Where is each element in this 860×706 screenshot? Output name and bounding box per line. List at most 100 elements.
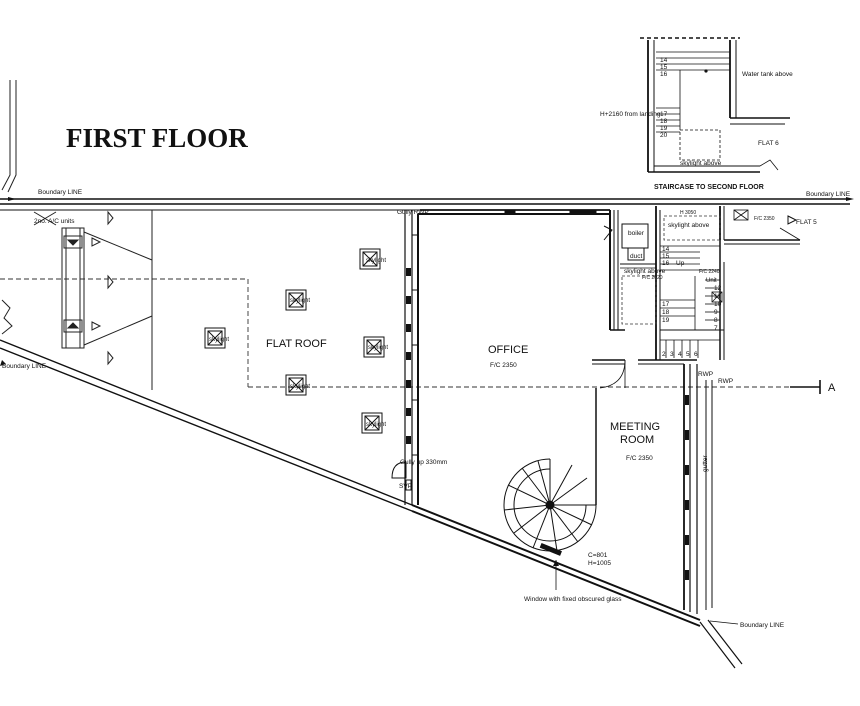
svg-text:5: 5 (686, 351, 690, 358)
svg-text:17: 17 (660, 111, 668, 118)
svg-text:19: 19 (660, 125, 668, 132)
svg-text:10: 10 (714, 301, 722, 308)
svg-text:skylight above: skylight above (624, 268, 666, 275)
meeting-room-label-2: ROOM (620, 434, 654, 446)
svg-text:3: 3 (670, 351, 674, 358)
svg-text:F/C 2350: F/C 2350 (754, 216, 775, 222)
svg-text:skylight: skylight (366, 258, 386, 264)
svp-pipe (405, 479, 412, 491)
svg-text:9: 9 (714, 309, 718, 316)
gutter-label: gutter (702, 455, 709, 472)
meeting-room-east-windows (685, 395, 689, 580)
landing-height-label: H+2160 from landing (600, 111, 661, 118)
svg-text:16: 16 (662, 260, 670, 267)
svg-text:skylight: skylight (290, 298, 310, 304)
staircase-second-floor-label: STAIRCASE TO SECOND FLOOR (654, 184, 764, 191)
svg-text:2: 2 (662, 351, 666, 358)
svg-text:Unit: Unit (706, 278, 717, 284)
core-dashed-skylights (621, 215, 721, 325)
svg-text:skylight: skylight (368, 345, 388, 351)
skylight-labels: skylight skylight skylight skylight skyl… (209, 258, 388, 428)
svg-text:skylight: skylight (209, 337, 229, 343)
svg-text:6: 6 (694, 351, 698, 358)
meeting-room-label-1: MEETING (610, 421, 660, 433)
svg-text:F/C 2020: F/C 2020 (642, 275, 663, 281)
office-west-wall (404, 210, 419, 505)
gully-rwp-label: Gully RWP (397, 209, 429, 216)
office-label: OFFICE (488, 344, 528, 356)
water-tank-marker (704, 69, 708, 73)
gutter-column (705, 380, 713, 610)
svg-text:Boundary LINE: Boundary LINE (740, 622, 785, 629)
skylight-4 (363, 336, 385, 358)
second-floor-staircase-inset (640, 37, 790, 173)
svg-text:skylight above: skylight above (668, 222, 710, 229)
section-marker-a: A (790, 380, 836, 394)
office-west-windows (406, 268, 411, 444)
spiral-staircase (503, 458, 597, 552)
flat-roof-label: FLAT ROOF (266, 338, 327, 350)
svg-text:A: A (828, 382, 836, 394)
inset-skylight-label: skylight above (680, 160, 722, 167)
obscured-window (539, 543, 562, 590)
flat6-label: FLAT 6 (758, 140, 779, 147)
svg-text:8: 8 (714, 317, 718, 324)
svg-text:14: 14 (662, 246, 670, 253)
skylight-3 (204, 327, 226, 349)
svg-text:17: 17 (662, 301, 670, 308)
diagonal-boundary-wall (0, 339, 743, 669)
svg-text:18: 18 (660, 118, 668, 125)
gully-up-label: Gully up 330mm (400, 459, 447, 466)
ac-unit-area (33, 210, 153, 390)
meeting-room-fc-label: F/C 2350 (626, 455, 653, 462)
office-fc-label: F/C 2350 (490, 362, 517, 369)
svg-text:12: 12 (714, 285, 722, 292)
boundary-line-label-left: Boundary LINE (0, 360, 47, 370)
svg-text:16: 16 (660, 71, 668, 78)
skylight-5 (285, 374, 307, 396)
neighbour-wall-left (1, 80, 17, 335)
svg-text:7: 7 (714, 325, 718, 332)
core-small-labels: H 3050 skylight above skylight above F/C… (624, 210, 775, 284)
svg-text:4: 4 (678, 351, 682, 358)
spiral-c-label: C=801 (588, 552, 608, 559)
boundary-line-label-bottom-right: Boundary LINE (709, 620, 785, 629)
svg-text:15: 15 (662, 253, 670, 260)
meeting-room-walls (595, 359, 698, 614)
boundary-line-label-top-left: Boundary LINE (8, 189, 83, 201)
rwp-label-1: RWP (698, 371, 713, 378)
boiler-cupboard (603, 223, 649, 261)
svg-text:18: 18 (662, 309, 670, 316)
main-stair-numbers: 14 15 16 Up 17 18 19 12 11 10 9 8 7 2 3 … (662, 246, 722, 358)
svg-text:skylight: skylight (290, 384, 310, 390)
main-stair-treads (660, 251, 720, 358)
water-tank-label: Water tank above (742, 71, 793, 78)
svg-text:skylight: skylight (366, 422, 386, 428)
obscured-window-label: Window with fixed obscured glass (524, 596, 622, 603)
skylight-1 (359, 248, 381, 270)
flat5-label: FLAT 5 (796, 219, 817, 226)
boundary-line-label-top-right: Boundary LINE (806, 191, 854, 201)
core-crossed-boxes (711, 209, 749, 303)
duct-label: duct (630, 253, 642, 260)
svg-text:Boundary LINE: Boundary LINE (38, 189, 83, 196)
skylights (204, 248, 385, 434)
ac-units-label: 2no. A/C units (34, 218, 75, 225)
svg-text:20: 20 (660, 132, 668, 139)
skylight-6 (361, 412, 383, 434)
svg-text:F/C 2240: F/C 2240 (699, 269, 720, 275)
page-title: FIRST FLOOR (66, 123, 248, 153)
boiler-label: boiler (628, 230, 645, 237)
svg-text:H 3050: H 3050 (680, 210, 696, 216)
svg-text:Boundary LINE: Boundary LINE (2, 363, 47, 370)
office-walls (418, 209, 626, 389)
svg-text:15: 15 (660, 64, 668, 71)
svg-text:Up: Up (676, 260, 685, 267)
skylight-2 (285, 289, 307, 311)
rwp-label-2: RWP (718, 378, 733, 385)
flat5-door (779, 215, 801, 241)
gully-up-symbol (391, 461, 407, 479)
inset-stair-numbers: 14 15 16 17 18 19 20 (660, 57, 668, 139)
svg-text:14: 14 (660, 57, 668, 64)
